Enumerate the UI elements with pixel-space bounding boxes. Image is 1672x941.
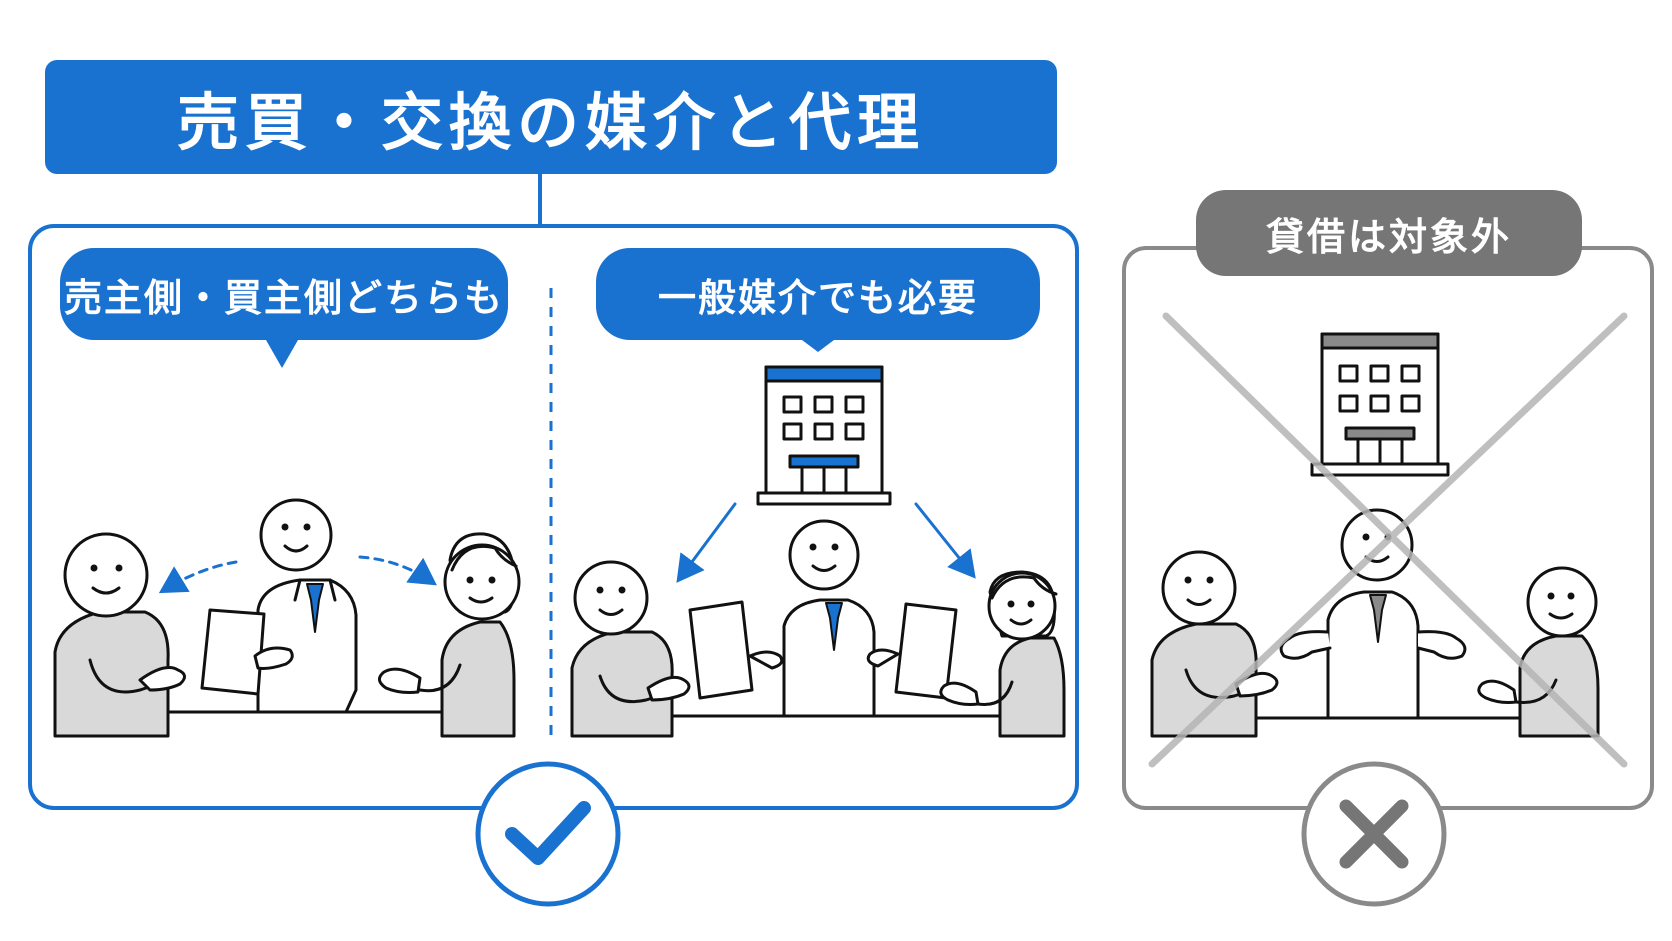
arrow-building-to-buyer xyxy=(914,502,976,579)
seller-person-middle xyxy=(570,560,691,738)
right-person-right-panel xyxy=(1477,566,1600,738)
seller-person xyxy=(53,532,186,738)
middle-panel-label: 一般媒介でも必要 xyxy=(596,248,1040,340)
agent-person-right xyxy=(1279,508,1467,720)
left-person-right-panel xyxy=(1150,550,1279,738)
arrow-building-to-seller xyxy=(676,502,737,583)
bubble-tail-left xyxy=(266,340,298,368)
left-panel-scene xyxy=(53,498,521,738)
office-building-icon xyxy=(756,365,892,506)
buyer-person-middle xyxy=(939,570,1066,738)
office-building-gray-icon xyxy=(1310,332,1450,477)
agent-person-middle xyxy=(782,519,876,718)
left-panel-label: 売主側・買主側どちらも xyxy=(60,248,508,340)
agent-person-left xyxy=(256,498,358,714)
bubble-tail-middle xyxy=(802,340,834,352)
right-panel-label: 貸借は対象外 xyxy=(1196,190,1582,276)
buyer-person xyxy=(378,532,521,738)
arrow-agent-to-seller xyxy=(158,560,238,594)
arrow-agent-to-buyer xyxy=(358,555,437,586)
middle-panel-scene xyxy=(570,365,1066,738)
cross-icon xyxy=(1301,761,1447,907)
document-left xyxy=(200,608,294,696)
document-middle-left xyxy=(688,600,754,700)
right-panel-scene xyxy=(1150,332,1600,738)
checkmark-icon xyxy=(475,761,621,907)
page-title: 売買・交換の媒介と代理 xyxy=(45,60,1057,174)
excluded-cross-overlay xyxy=(1148,312,1628,768)
